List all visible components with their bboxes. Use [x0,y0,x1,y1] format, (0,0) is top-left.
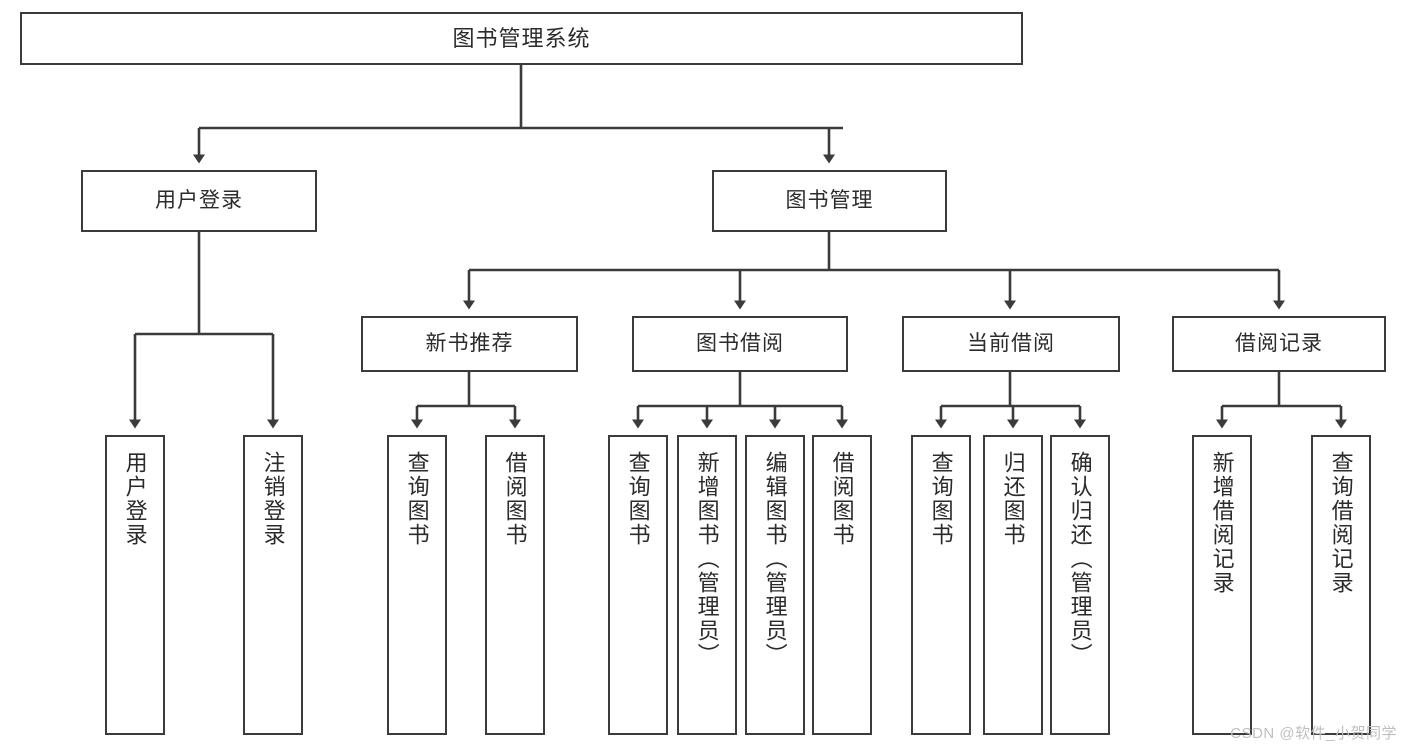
node-label: 用户登录 [122,451,148,547]
node-label: 新增图书（管理员） [694,451,720,667]
node-current-borrow[interactable]: 当前借阅 [902,316,1120,372]
leaf-query-book-recommend[interactable]: 查询图书 [387,435,447,735]
node-book-management[interactable]: 图书管理 [712,170,947,232]
leaf-add-borrow-record[interactable]: 新增借阅记录 [1192,435,1252,735]
leaf-return-book[interactable]: 归还图书 [983,435,1043,735]
node-label: 归还图书 [1000,451,1026,547]
leaf-confirm-return-admin[interactable]: 确认归还（管理员） [1050,435,1110,735]
leaf-edit-book-admin[interactable]: 编辑图书（管理员） [745,435,805,735]
node-label: 当前借阅 [967,331,1055,355]
node-label: 借阅图书 [829,451,855,547]
leaf-query-book-borrow[interactable]: 查询图书 [608,435,668,735]
node-label: 编辑图书（管理员） [762,451,788,667]
node-label: 注销登录 [260,451,286,547]
node-label: 图书管理 [785,188,874,212]
node-label: 新增借阅记录 [1209,451,1235,595]
leaf-borrow-book-recommend[interactable]: 借阅图书 [485,435,545,735]
leaf-borrow-book[interactable]: 借阅图书 [812,435,872,735]
leaf-logout[interactable]: 注销登录 [243,435,303,735]
node-root-system[interactable]: 图书管理系统 [20,12,1023,65]
node-label: 查询图书 [404,451,430,547]
node-label: 图书管理系统 [452,25,591,51]
node-label: 查询图书 [928,451,954,547]
node-new-book-recommend[interactable]: 新书推荐 [361,316,578,372]
node-label: 查询图书 [625,451,651,547]
node-label: 用户登录 [155,188,243,212]
node-borrow-record[interactable]: 借阅记录 [1172,316,1386,372]
node-book-borrow[interactable]: 图书借阅 [632,316,848,372]
node-label: 新书推荐 [425,331,514,355]
leaf-query-borrow-record[interactable]: 查询借阅记录 [1311,435,1371,735]
node-label: 图书借阅 [696,331,784,355]
node-label: 借阅记录 [1235,331,1323,355]
node-user-login[interactable]: 用户登录 [81,170,317,232]
node-label: 查询借阅记录 [1328,451,1354,595]
leaf-add-book-admin[interactable]: 新增图书（管理员） [677,435,737,735]
leaf-query-book-current[interactable]: 查询图书 [911,435,971,735]
leaf-user-login[interactable]: 用户登录 [105,435,165,735]
node-label: 确认归还（管理员） [1067,451,1093,667]
node-label: 借阅图书 [502,451,528,547]
